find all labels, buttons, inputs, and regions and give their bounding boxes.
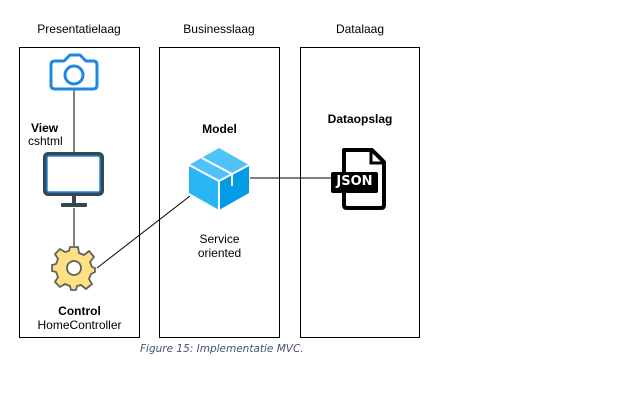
view-title: View (31, 121, 59, 135)
dataopslag-title: Dataopslag (327, 112, 393, 126)
figure-caption: Figure 15: Implementatie MVC. (140, 343, 304, 355)
model-description-line2: oriented (197, 246, 242, 260)
layer-title-data: Datalaag (335, 22, 385, 36)
json-file-icon (331, 148, 386, 210)
control-title: Control (58, 304, 101, 318)
layer-title-business: Businesslaag (183, 22, 255, 36)
gear-icon (51, 246, 96, 291)
control-subtitle: HomeController (37, 318, 122, 332)
layer-title-presentation: Presentatielaag (37, 22, 121, 36)
view-subtitle: cshtml (28, 134, 63, 148)
model-title: Model (202, 122, 237, 136)
connector-gear-model (96, 195, 191, 269)
monitor-icon (43, 152, 104, 207)
model-description-line1: Service (199, 232, 240, 246)
json-badge-text: JSON (336, 174, 373, 189)
cube-icon (188, 148, 250, 210)
camera-icon (49, 53, 99, 91)
